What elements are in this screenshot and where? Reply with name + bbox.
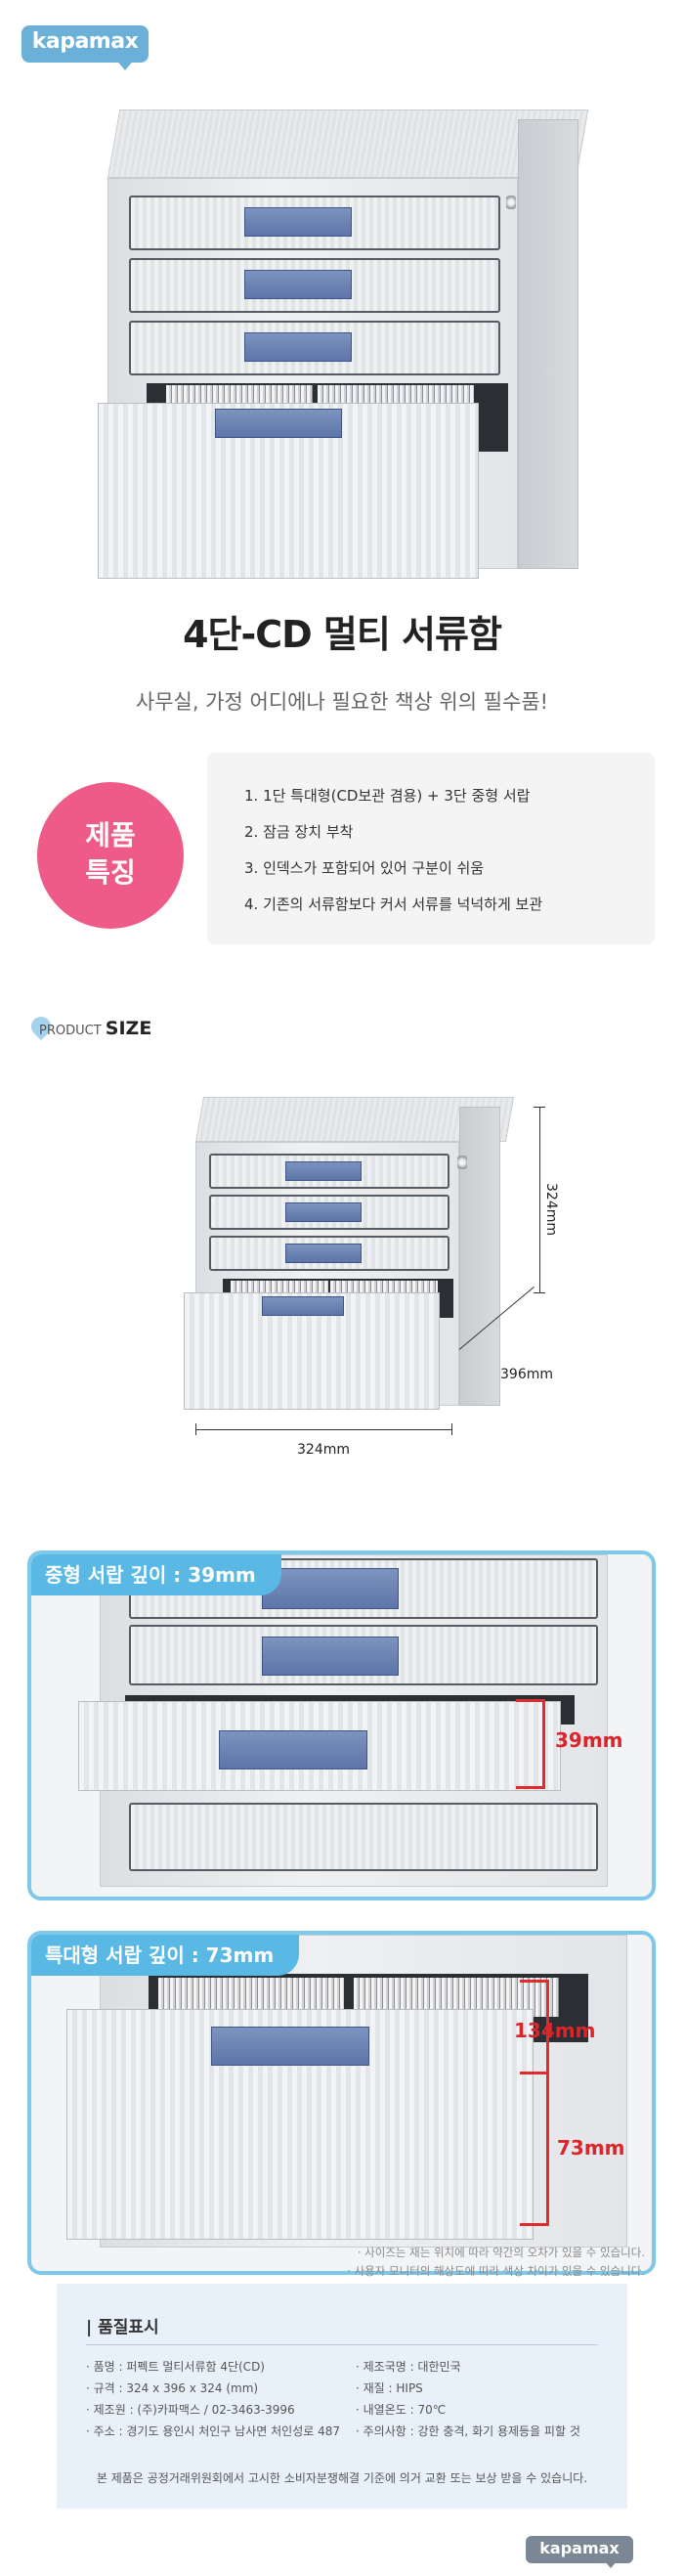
large-drawer-inner-dim: 73mm xyxy=(557,2136,625,2160)
lock-icon xyxy=(457,1156,467,1169)
dim-tick xyxy=(534,1292,545,1293)
dimension-marker xyxy=(516,1699,545,1789)
brand-logo-footer-text: kapamax xyxy=(539,2539,620,2557)
quality-heading: | 품질표시 xyxy=(86,2318,159,2337)
hero-product-image xyxy=(98,109,589,579)
feature-item: 2. 잠금 장치 부착 xyxy=(244,823,354,841)
dim-tick xyxy=(451,1423,452,1435)
quality-item: · 재질 : HIPS xyxy=(356,2381,423,2395)
quality-item: · 규격 : 324 x 396 x 324 (mm) xyxy=(86,2381,259,2395)
dim-tick xyxy=(195,1423,196,1435)
note-item: · 사이즈는 재는 위치에 따라 약간의 오차가 있을 수 있습니다. xyxy=(357,2246,645,2259)
product-size-heading: PRODUCT SIZE xyxy=(39,1018,151,1039)
product-title: 4단-CD 멀티 서류함 xyxy=(183,613,502,656)
height-dimension-label: 324mm xyxy=(543,1183,559,1236)
quality-info: | 품질표시 · 품명 : 퍼펙트 멀티서류함 4단(CD) · 규격 : 32… xyxy=(57,2284,627,2509)
size-diagram-image xyxy=(184,1097,515,1419)
depth-dimension-label: 396mm xyxy=(500,1367,553,1382)
dim-tick xyxy=(534,1107,545,1108)
product-size-prefix: PRODUCT xyxy=(39,1024,102,1038)
quality-left-column: · 품명 : 퍼펙트 멀티서류함 4단(CD) · 규격 : 324 x 396… xyxy=(86,2356,340,2442)
quality-footer: 본 제품은 공정거래위원회에서 고시한 소비자분쟁해결 기준에 의거 교환 또는… xyxy=(96,2471,588,2485)
quality-item: · 주의사항 : 강한 충격, 화기 용제등을 피할 것 xyxy=(356,2424,580,2438)
medium-drawer-panel: 중형 서랍 깊이 : 39mm 39mm xyxy=(27,1550,656,1900)
quality-right-column: · 제조국명 : 대한민국 · 재질 : HIPS · 내열온도 : 70℃ ·… xyxy=(356,2356,580,2442)
brand-logo-text: kapamax xyxy=(31,29,139,54)
medium-drawer-label: 중형 서랍 깊이 : 39mm xyxy=(31,1554,281,1595)
quality-item: · 제조원 : (주)카파맥스 / 02-3463-3996 xyxy=(86,2403,295,2417)
feature-item: 1. 1단 특대형(CD보관 겸용) + 3단 중형 서랍 xyxy=(244,787,531,805)
width-dimension-label: 324mm xyxy=(297,1442,350,1458)
quality-item: · 품명 : 퍼펙트 멀티서류함 4단(CD) xyxy=(86,2360,265,2374)
feature-badge: 제품 특징 xyxy=(37,782,184,929)
height-dimension-line xyxy=(539,1107,540,1292)
large-drawer-label: 특대형 서랍 깊이 : 73mm xyxy=(31,1935,300,1976)
product-subtitle: 사무실, 가정 어디에나 필요한 책상 위의 필수품! xyxy=(135,690,549,714)
lock-icon xyxy=(506,196,516,209)
width-dimension-line xyxy=(195,1429,451,1430)
medium-drawer-dim: 39mm xyxy=(555,1728,623,1752)
quality-item: · 제조국명 : 대한민국 xyxy=(356,2360,461,2374)
divider xyxy=(86,2344,598,2345)
brand-logo-footer: kapamax xyxy=(526,2536,633,2569)
feature-badge-line2: 특징 xyxy=(85,856,136,889)
note-item: · 사용자 모니터의 해상도에 따라 색상 차이가 있을 수 있습니다. xyxy=(347,2264,645,2278)
feature-item: 3. 인덱스가 포함되어 있어 구분이 쉬움 xyxy=(244,859,485,877)
feature-item: 4. 기존의 서류함보다 커서 서류를 넉넉하게 보관 xyxy=(244,895,543,913)
dimension-marker xyxy=(520,2072,549,2226)
large-drawer-panel: 특대형 서랍 깊이 : 73mm 134mm 73mm xyxy=(27,1931,656,2275)
product-size-word: SIZE xyxy=(105,1018,152,1039)
brand-logo: kapamax xyxy=(21,25,149,70)
notes: · 사이즈는 재는 위치에 따라 약간의 오차가 있을 수 있습니다. · 사용… xyxy=(347,2244,645,2281)
feature-list-box: 1. 1단 특대형(CD보관 겸용) + 3단 중형 서랍 2. 잠금 장치 부… xyxy=(207,753,655,944)
feature-list: 1. 1단 특대형(CD보관 겸용) + 3단 중형 서랍 2. 잠금 장치 부… xyxy=(244,778,542,923)
quality-item: · 주소 : 경기도 용인시 처인구 남사면 처인성로 487 xyxy=(86,2424,340,2438)
quality-item: · 내열온도 : 70℃ xyxy=(356,2403,447,2417)
feature-badge-line1: 제품 xyxy=(85,819,136,851)
large-drawer-outer-dim: 134mm xyxy=(514,2019,596,2042)
